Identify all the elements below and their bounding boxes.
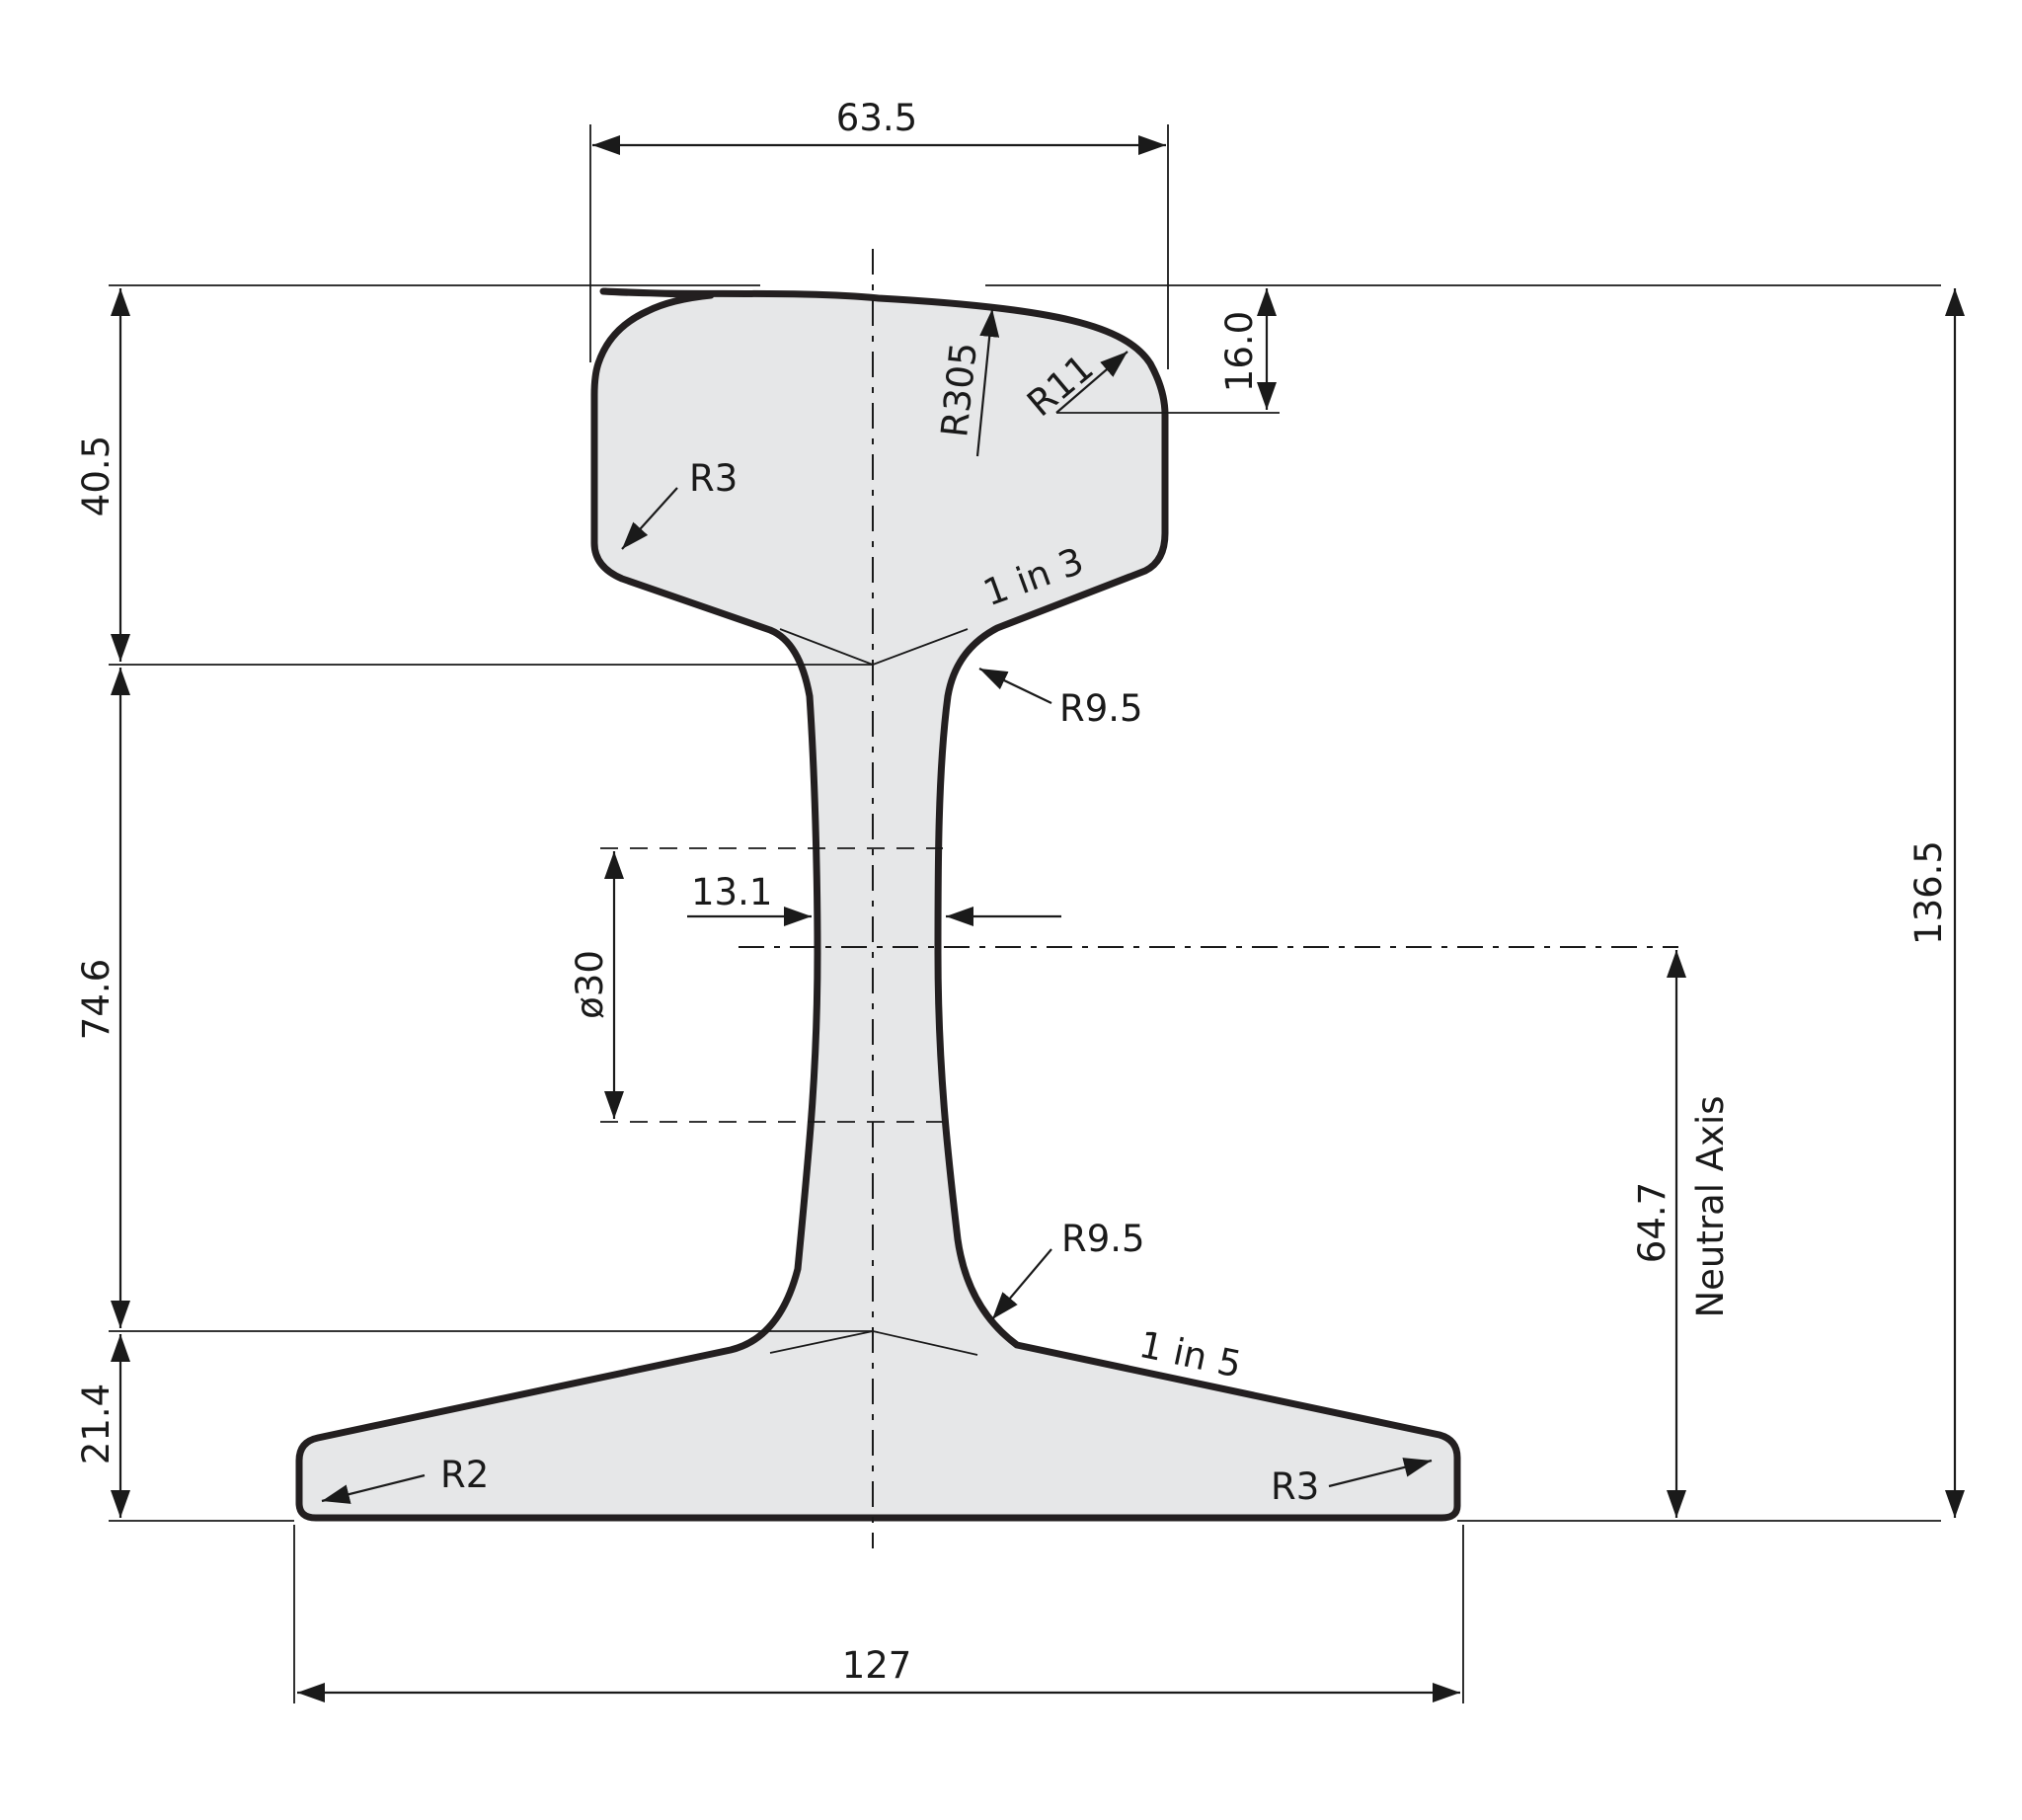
head-fillet-construction-left [779, 628, 874, 666]
label-neutral-axis-height: 64.7 [1631, 1182, 1673, 1263]
r2-pointer [321, 1473, 426, 1504]
label-head-width: 63.5 [836, 97, 917, 139]
r11-pointer [1055, 351, 1128, 414]
label-foot-depth: 21.4 [75, 1384, 117, 1464]
label-foot-edge-left: R2 [440, 1454, 489, 1496]
label-web-fillet-bottom: R9.5 [1061, 1218, 1145, 1260]
r305-pointer [975, 308, 1000, 457]
label-total-height: 136.5 [1907, 840, 1950, 945]
label-head-top-radius-depth: 16.0 [1218, 311, 1261, 392]
label-web-thickness: 13.1 [691, 871, 772, 913]
label-head-fillet: R3 [689, 457, 738, 500]
foot-fillet-construction-right [872, 1330, 978, 1356]
label-hole-diameter: ø30 [569, 950, 611, 1019]
r3-foot-pointer [1328, 1458, 1433, 1488]
label-web-depth: 74.6 [75, 959, 117, 1040]
r9-5-top-pointer [978, 668, 1052, 704]
label-head-depth: 40.5 [75, 435, 117, 516]
r3-head-pointer [621, 487, 678, 550]
label-foot-edge-right: R3 [1271, 1465, 1319, 1508]
label-web-fillet-top: R9.5 [1059, 687, 1143, 730]
label-neutral-axis: Neutral Axis [1689, 1095, 1732, 1317]
r9-5-bottom-pointer [991, 1248, 1052, 1320]
head-fillet-construction-right [872, 628, 969, 666]
label-foot-width: 127 [842, 1644, 912, 1687]
label-crown-radius: R305 [933, 341, 985, 439]
rail-cross-section [295, 287, 1461, 1522]
foot-fillet-construction-left [769, 1330, 874, 1354]
